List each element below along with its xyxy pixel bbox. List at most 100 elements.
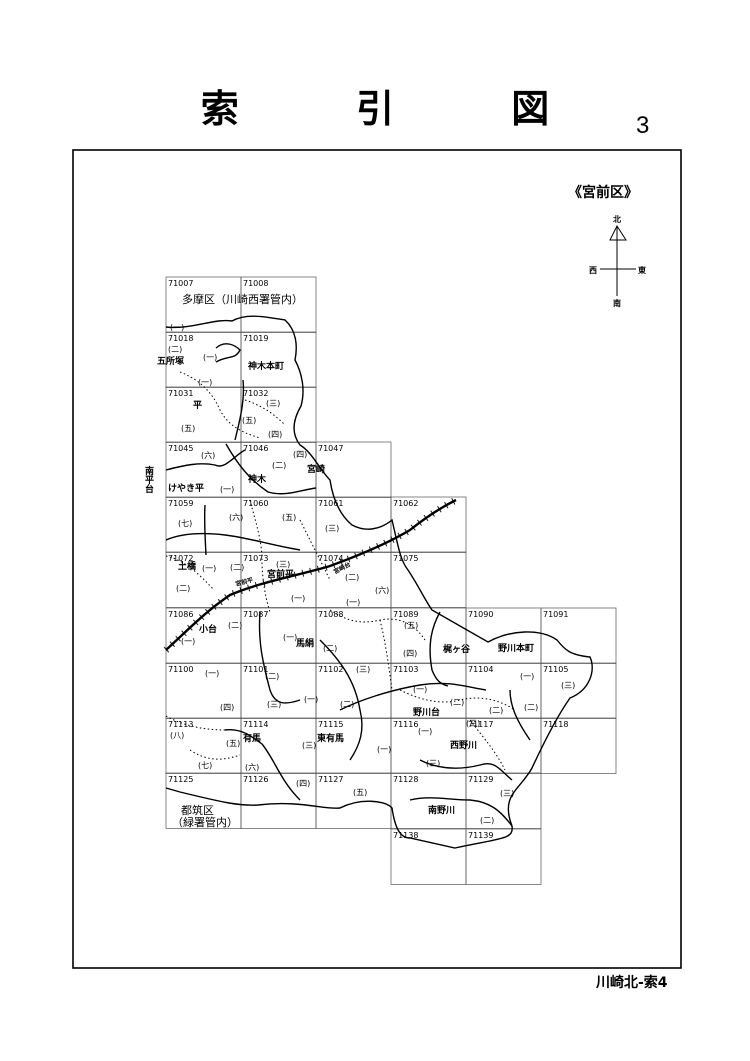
grid-cell-number: 71102 <box>318 665 343 674</box>
compass-icon: 北 西 東 南 <box>589 214 646 308</box>
outside-south-label-2: （緑署管内） <box>172 815 238 829</box>
grid-cell-number: 71060 <box>243 499 268 508</box>
grid-cell-number: 71045 <box>168 444 193 453</box>
district-number-layer: (一) (二) (一) (一) (五) (三) (五) (四) (六) (二) (四) (一) (六) (… <box>168 323 575 825</box>
district-number: (七) <box>178 519 192 528</box>
grid-cell-number: 71087 <box>243 610 268 619</box>
district-number: (四) <box>296 779 310 788</box>
district-number: (五) <box>226 739 240 748</box>
page-number: 3 <box>636 112 650 139</box>
grid-cell-number: 71031 <box>168 389 193 398</box>
district-number: (二) <box>323 644 337 653</box>
district-number: (三) <box>325 524 339 533</box>
place-name: 宮崎 <box>307 463 325 475</box>
district-number: (三) <box>276 560 290 569</box>
district-number: (二) <box>265 672 279 681</box>
district-number: (一) <box>220 485 234 494</box>
page-title: 索 引 図 <box>200 87 602 131</box>
district-number: (三) <box>466 719 480 728</box>
grid-cell-number: 71128 <box>393 775 418 784</box>
district-number: (四) <box>403 649 417 658</box>
compass-west: 西 <box>589 266 597 275</box>
grid-cell-number: 71104 <box>468 665 493 674</box>
grid-cell <box>390 551 467 608</box>
grid-cell-number: 71074 <box>318 554 343 563</box>
district-number: (三) <box>426 759 440 768</box>
place-name: 西野川 <box>450 740 477 751</box>
district-number: (五) <box>404 621 418 630</box>
place-name: けやき平 <box>168 483 204 494</box>
district-number: (六) <box>229 512 243 522</box>
place-name: 野川台 <box>413 706 440 718</box>
outside-south-label-1: 都筑区 <box>181 803 214 817</box>
district-number: (五) <box>242 416 256 425</box>
district-number: (二) <box>168 345 182 354</box>
district-number: (二) <box>340 700 354 709</box>
district-number: (一) <box>205 669 219 678</box>
district-number: (二) <box>480 816 494 825</box>
grid-cell-number: 71113 <box>168 720 193 729</box>
district-number: (三) <box>356 665 370 674</box>
grid-cell-number: 71088 <box>318 610 343 619</box>
grid-cell-number: 71139 <box>468 831 493 840</box>
district-number: (一) <box>520 672 534 681</box>
district-number: (三) <box>500 789 514 798</box>
district-number: (一) <box>202 564 216 573</box>
district-number: (一) <box>377 745 391 754</box>
grid-cell <box>240 276 317 333</box>
place-name: 馬絹 <box>295 637 314 649</box>
grid-cell-number: 71138 <box>393 831 418 840</box>
grid-cell-number: 71046 <box>243 444 268 453</box>
sub-boundary-lines <box>165 371 516 771</box>
grid-cell-number: 71019 <box>243 334 268 343</box>
grid-cell-number: 71090 <box>468 610 493 619</box>
grid-cell-number: 71129 <box>468 775 493 784</box>
place-name: 神木本町 <box>248 360 284 372</box>
district-number: (三) <box>267 700 281 709</box>
district-number: (三) <box>266 399 280 408</box>
grid-cell-number: 71089 <box>393 610 418 619</box>
place-name: 東有馬 <box>317 732 344 744</box>
district-number: (一) <box>291 594 305 603</box>
grid-cell-number: 71075 <box>393 554 418 563</box>
grid-cell-number: 71114 <box>243 720 268 729</box>
grid-cell-number: 71073 <box>243 554 268 563</box>
grid-cell-number: 71115 <box>318 720 343 729</box>
district-number: (二) <box>450 698 464 707</box>
district-number: (一) <box>170 323 184 332</box>
district-number: (七) <box>198 761 212 770</box>
grid-cell <box>465 828 542 885</box>
district-number: (一) <box>418 727 432 736</box>
district-number: (三) <box>302 741 316 750</box>
place-name: 平 <box>193 400 202 411</box>
district-number: (一) <box>198 378 212 387</box>
grid-cell-number: 71086 <box>168 610 193 619</box>
district-number: (六) <box>245 762 259 772</box>
district-number: (二) <box>176 584 190 593</box>
map-frame <box>72 149 682 969</box>
grid-cell-number: 71126 <box>243 775 268 784</box>
district-number: (二) <box>230 563 244 572</box>
district-number: (一) <box>304 695 318 704</box>
grid-cell-number: 71125 <box>168 775 193 784</box>
outside-north-label: 多摩区（川崎西署管内） <box>182 292 303 306</box>
district-number: (六) <box>201 450 215 460</box>
district-number: (五) <box>282 513 296 522</box>
grid-cell-number: 71061 <box>318 499 343 508</box>
district-number: (一) <box>346 598 360 607</box>
grid-cell-number: 71032 <box>243 389 268 398</box>
place-name: 南平台 <box>143 465 154 494</box>
district-number: (六) <box>375 585 389 595</box>
district-number: (一) <box>413 685 427 694</box>
place-name: 南野川 <box>428 804 455 816</box>
place-name: 有馬 <box>243 732 261 744</box>
compass-north: 北 <box>613 214 621 224</box>
district-number: (二) <box>524 703 538 712</box>
district-number: (三) <box>561 681 575 690</box>
district-number: (二) <box>489 706 503 715</box>
grid-cell-number: 71101 <box>243 665 268 674</box>
grid-cell-number: 71047 <box>318 444 343 453</box>
district-number: (四) <box>293 450 307 459</box>
